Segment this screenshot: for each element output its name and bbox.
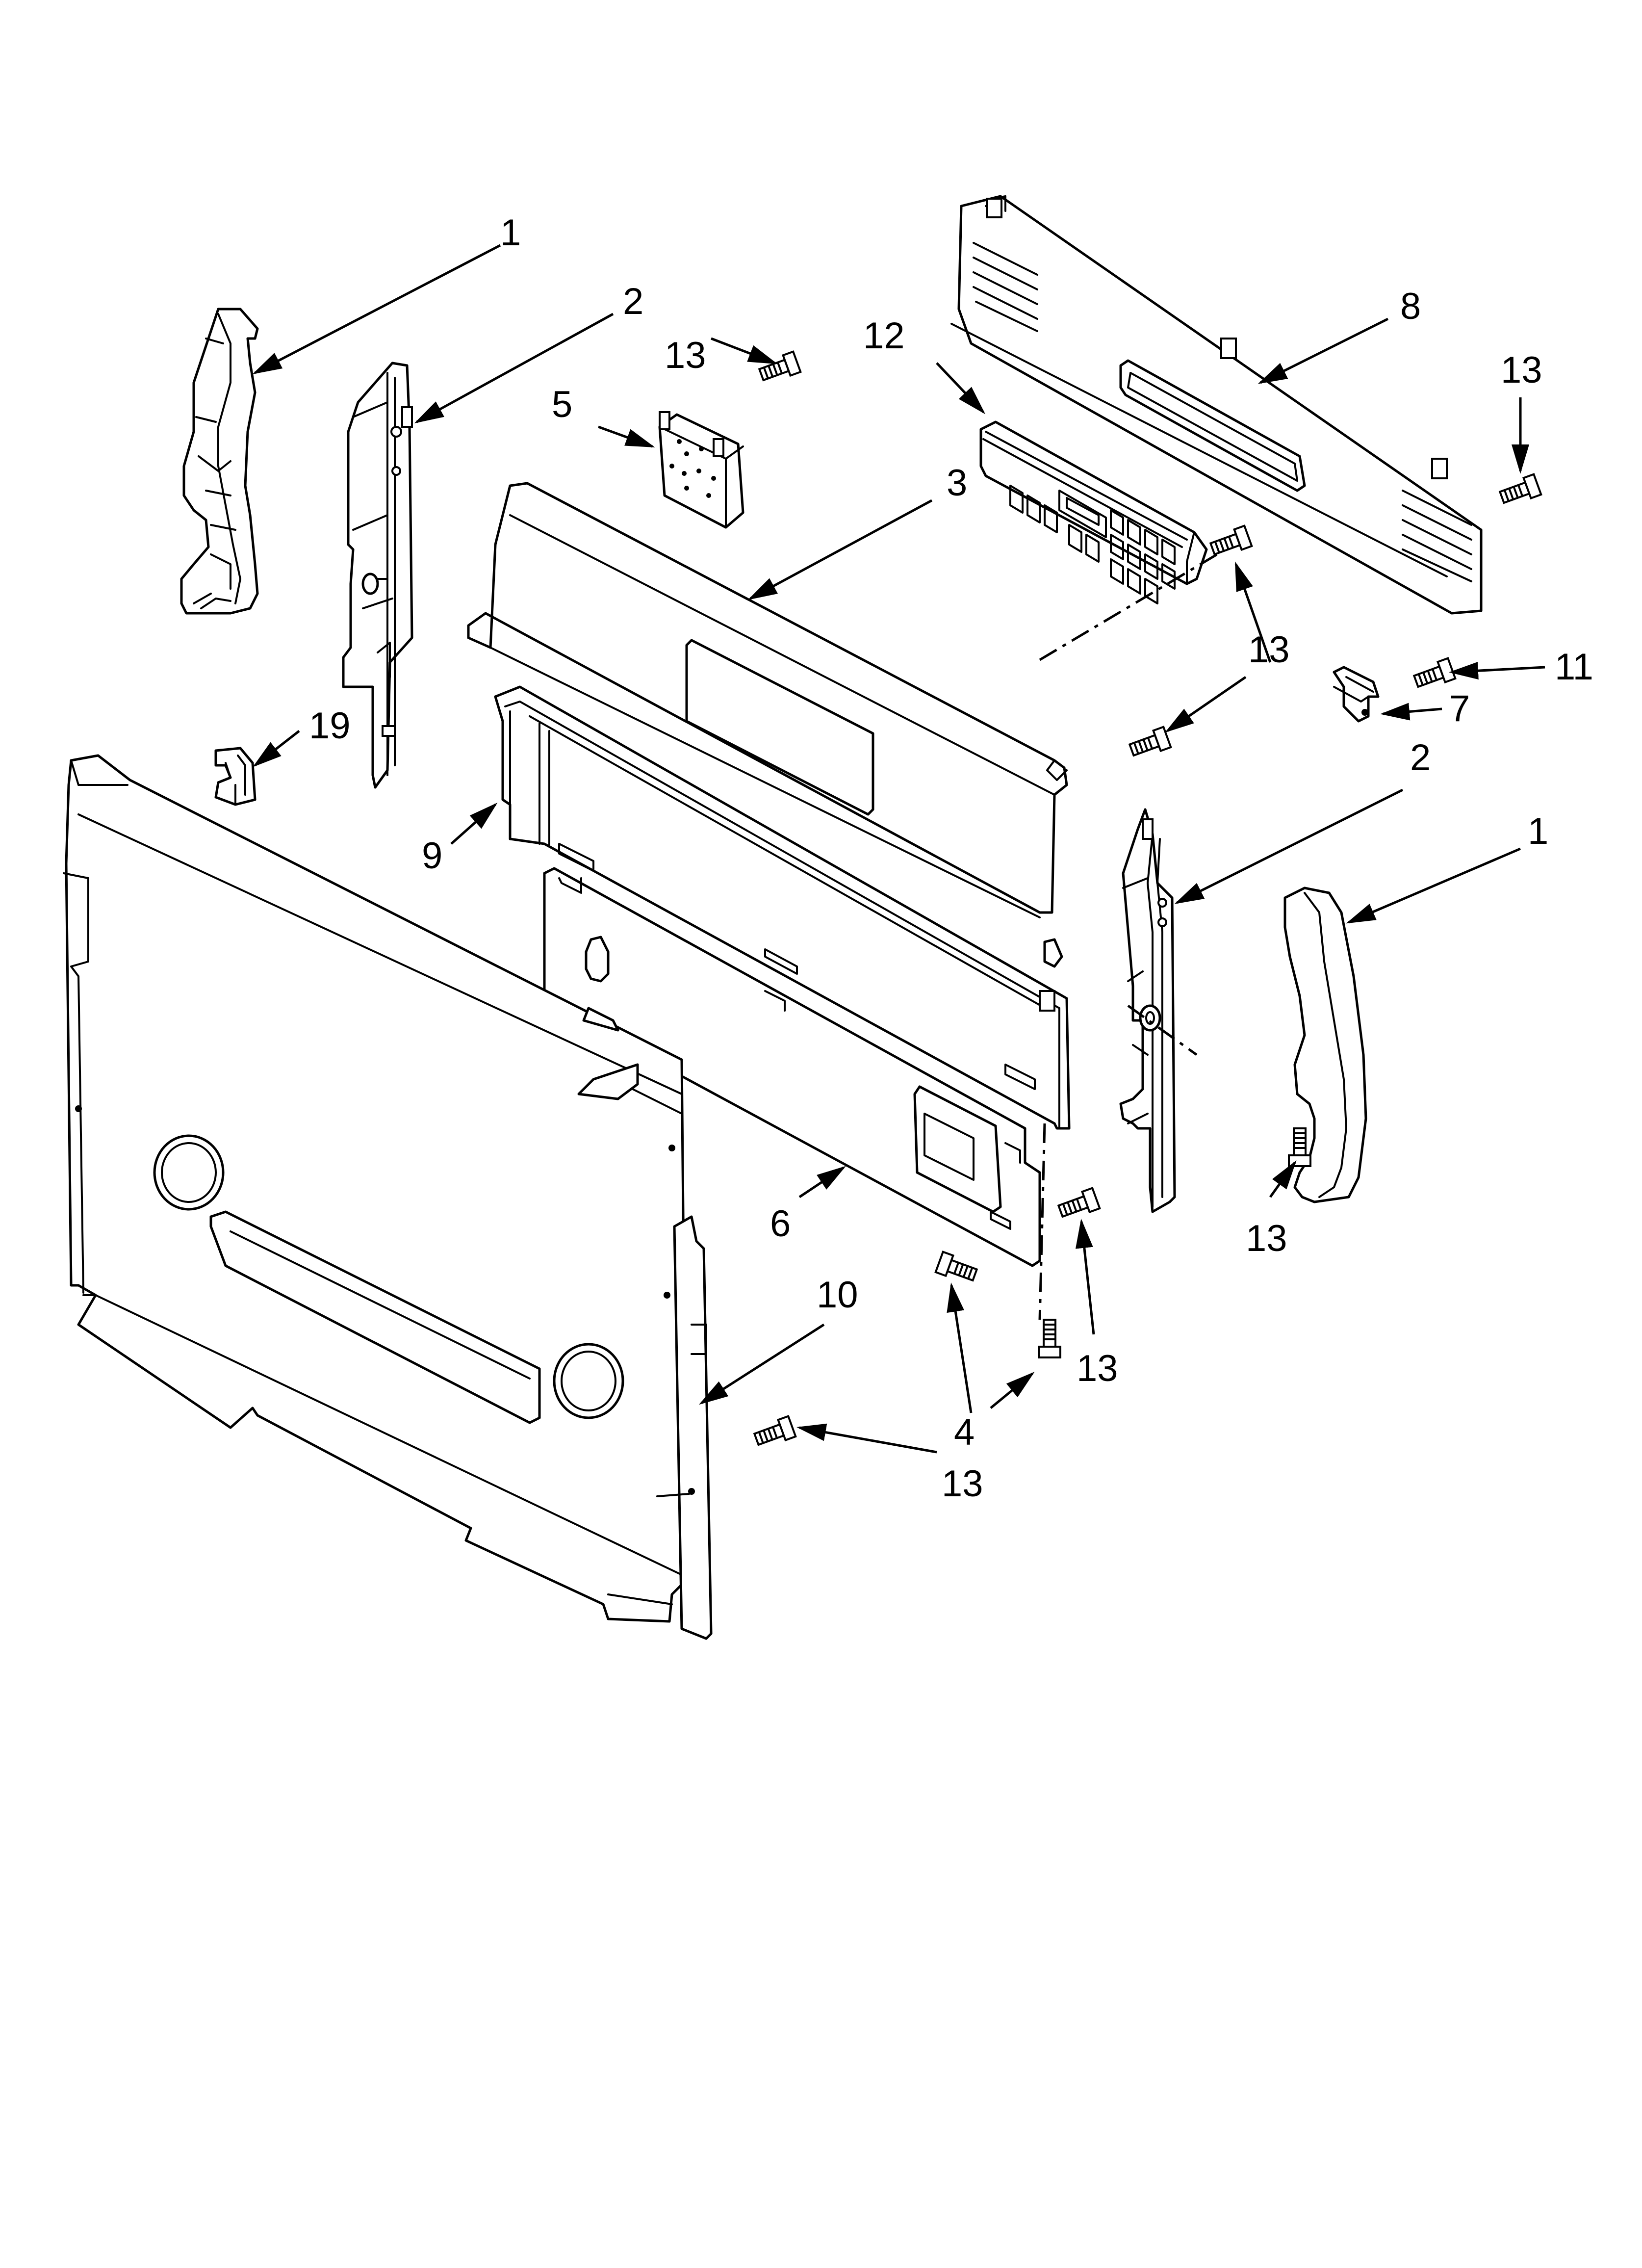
callout-part-13-lower-right: 13: [1246, 1218, 1287, 1259]
callout-part-4: 4: [954, 1411, 975, 1453]
side-bracket-left-part-2: [342, 362, 413, 789]
front-panel-part-10: [63, 754, 713, 1640]
callout-labels: 1 2 13 5 12 8 13 3 13 11 7 2 1 19 9 6 13…: [309, 212, 1593, 1505]
side-bracket-right-part-2: [1119, 808, 1176, 1213]
control-panel-part-3: [467, 482, 1068, 918]
plate-part-5: [658, 411, 744, 529]
callout-part-1-left: 1: [500, 212, 521, 254]
screw-a: [758, 350, 802, 382]
callout-part-2-left: 2: [623, 281, 643, 322]
end-cap-left-part-1: [180, 308, 259, 615]
bracket-part-7: [1333, 666, 1380, 723]
callout-part-13-bottom: 13: [942, 1463, 983, 1505]
callout-part-1-right: 1: [1528, 810, 1548, 852]
callout-part-6: 6: [770, 1203, 791, 1245]
leader-lines: [252, 244, 1545, 1454]
callout-part-10: 10: [817, 1274, 858, 1316]
callout-part-13-bottom-right: 13: [1077, 1348, 1118, 1389]
screw-b: [1498, 473, 1542, 504]
callout-part-3: 3: [947, 462, 967, 504]
callout-part-19: 19: [309, 705, 351, 747]
electronic-control-part-12: [979, 420, 1208, 1069]
rear-panel-part-8: [950, 195, 1483, 615]
screw-c: [1209, 524, 1253, 556]
screw-h: [753, 1415, 797, 1446]
screw-i: [1038, 1319, 1061, 1358]
screws: [753, 350, 1542, 1446]
callout-part-11: 11: [1555, 646, 1593, 688]
callout-part-8: 8: [1400, 286, 1421, 327]
screw-e: [1128, 726, 1172, 757]
callout-part-7: 7: [1449, 688, 1470, 730]
end-cap-right-part-1: [1283, 886, 1367, 1203]
callout-part-9: 9: [422, 835, 442, 877]
screw-g: [934, 1251, 978, 1282]
shield-part-6: [543, 867, 1041, 1267]
screw-j: [1288, 1127, 1311, 1167]
callout-part-12: 12: [863, 315, 905, 357]
callout-part-13-top-right: 13: [1501, 349, 1542, 391]
callout-part-13-top-left: 13: [665, 335, 706, 376]
alignment-lines: [1038, 550, 1222, 1320]
frame-part-9: [494, 685, 1071, 1130]
callout-part-5: 5: [552, 384, 572, 425]
clip-part-19: [214, 747, 257, 806]
callout-part-2-right: 2: [1410, 737, 1431, 779]
callout-part-13-mid-right: 13: [1248, 629, 1290, 671]
screw-d: [1412, 657, 1457, 688]
screw-f: [1057, 1187, 1101, 1218]
